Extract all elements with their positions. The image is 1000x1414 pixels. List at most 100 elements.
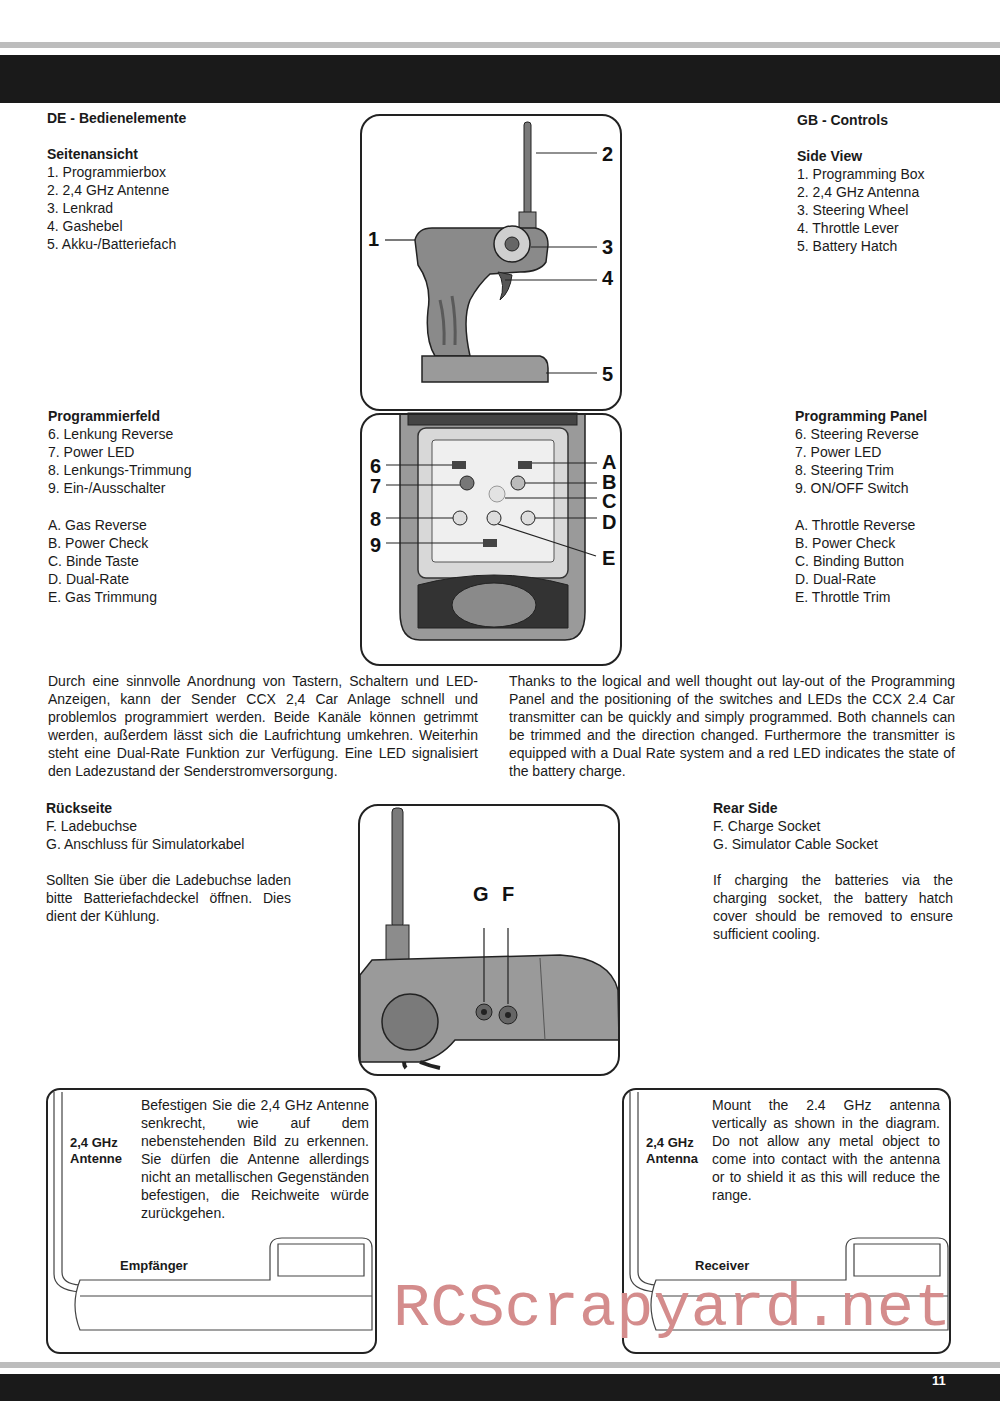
figure-box: GF [358,804,620,1076]
list-item: 1. Programming Box [797,165,925,183]
callout-number: 8 [370,508,381,530]
list-item: 7. Power LED [48,443,134,461]
transmitter-rear-view [481,1009,487,1015]
callout-number: 1 [368,228,379,250]
list-item: C. Binding Button [795,552,904,570]
list-item: 6. Steering Reverse [795,425,919,443]
transmitter-rear-view [360,955,619,1062]
list-item: 7. Power LED [795,443,881,461]
transmitter-programming-panel [432,440,554,562]
callout-number: 6 [370,455,381,477]
list-item: D. Dual-Rate [48,570,129,588]
section-heading: Programmierfeld [48,407,160,425]
list-item: F. Ladebuchse [46,817,137,835]
section-heading: Programming Panel [795,407,927,425]
receiver-drawing [54,1092,372,1330]
list-item: 1. Programmierbox [47,163,166,181]
page-rule [0,55,1000,103]
transmitter-programming-panel [460,476,474,490]
transmitter-programming-panel [453,511,467,525]
transmitter-rear-view [505,1012,511,1018]
transmitter-side-view [440,300,444,345]
leader-line [386,463,597,556]
list-item: B. Power Check [795,534,895,552]
leader-line [385,239,415,240]
transmitter-rear-view [382,994,438,1050]
transmitter-rear-view [499,1006,517,1024]
leader-line [505,279,597,280]
transmitter-side-view [498,272,512,300]
note-box: Befestigen Sie die 2,4 GHz Antenne senkr… [46,1088,377,1354]
part-label: Empfänger [120,1258,188,1274]
transmitter-side-view [422,356,548,382]
transmitter-programming-panel [418,575,568,628]
list-item: 2. 2,4 GHz Antenne [47,181,169,199]
list-item: 8. Steering Trim [795,461,894,479]
callout-number: 7 [370,475,381,497]
transmitter-programming-panel [518,461,532,469]
transmitter-programming-panel [452,583,536,627]
transmitter-programming-panel [511,476,525,490]
list-item: G. Anschluss für Simulatorkabel [46,835,244,853]
callout-number: G [473,883,489,905]
list-item: 4. Throttle Lever [797,219,899,237]
page-rule [0,1362,1000,1368]
note-text: Befestigen Sie die 2,4 GHz Antenne senkr… [141,1096,369,1222]
list-item: C. Binde Taste [48,552,139,570]
leader-line [385,153,597,373]
receiver-drawing [75,1238,372,1330]
list-item: 9. ON/OFF Switch [795,479,909,497]
leader-line [386,484,460,485]
part-label: 2,4 GHz Antenne [70,1135,132,1167]
leader-line [507,928,508,1004]
transmitter-programming-panel [521,511,535,525]
section-heading: Rear Side [713,799,778,817]
callout-number: 5 [602,363,613,385]
transmitter-programming-panel [487,511,501,525]
note-text: Mount the 2.4 GHz antenna vertically as … [712,1096,940,1204]
list-item: E. Gas Trimmung [48,588,157,606]
list-item: D. Dual-Rate [795,570,876,588]
watermark: RCScrapyard.net [393,1277,951,1341]
list-item: F. Charge Socket [713,817,820,835]
list-item: 4. Gashebel [47,217,123,235]
transmitter-programming-panel [400,413,585,640]
list-item: 9. Ein-/Ausschalter [48,479,166,497]
transmitter-programming-panel [483,539,497,547]
transmitter-side-view [494,226,530,262]
leader-line [505,497,597,498]
section-heading: Side View [797,147,862,165]
callout-number: 9 [370,534,381,556]
receiver-drawing [62,1092,80,1285]
transmitter-rear-view [360,808,619,1068]
list-item: 5. Battery Hatch [797,237,897,255]
leader-line [386,464,452,465]
section-heading: GB - Controls [797,111,888,129]
list-item: A. Gas Reverse [48,516,147,534]
body-text: Thanks to the logical and well thought o… [509,672,955,780]
page-rule [0,42,1000,48]
receiver-drawing [80,1295,372,1296]
list-item: 3. Steering Wheel [797,201,908,219]
list-item: 2. 2,4 GHz Antenna [797,183,919,201]
leader-line [386,517,453,518]
callout-number: 4 [602,267,613,289]
leader-line [484,928,508,1004]
callout-number: E [602,547,615,569]
transmitter-programming-panel [418,428,568,578]
receiver-drawing [278,1244,364,1276]
transmitter-side-view [524,122,531,222]
transmitter-rear-view [392,808,403,928]
receiver-drawing [638,1092,656,1285]
callout-number: A [602,451,616,473]
list-item: A. Throttle Reverse [795,516,915,534]
transmitter-programming-panel [452,461,466,469]
transmitter-programming-panel [400,413,585,640]
callout-number: C [602,490,616,512]
leader-line [532,462,597,463]
body-text: Durch eine sinnvolle Anordnung von Taste… [48,672,478,780]
footer-bar: 11 [0,1374,1000,1401]
callout-number: B [602,471,616,493]
callout-number: F [502,883,514,905]
leader-line [535,517,597,518]
